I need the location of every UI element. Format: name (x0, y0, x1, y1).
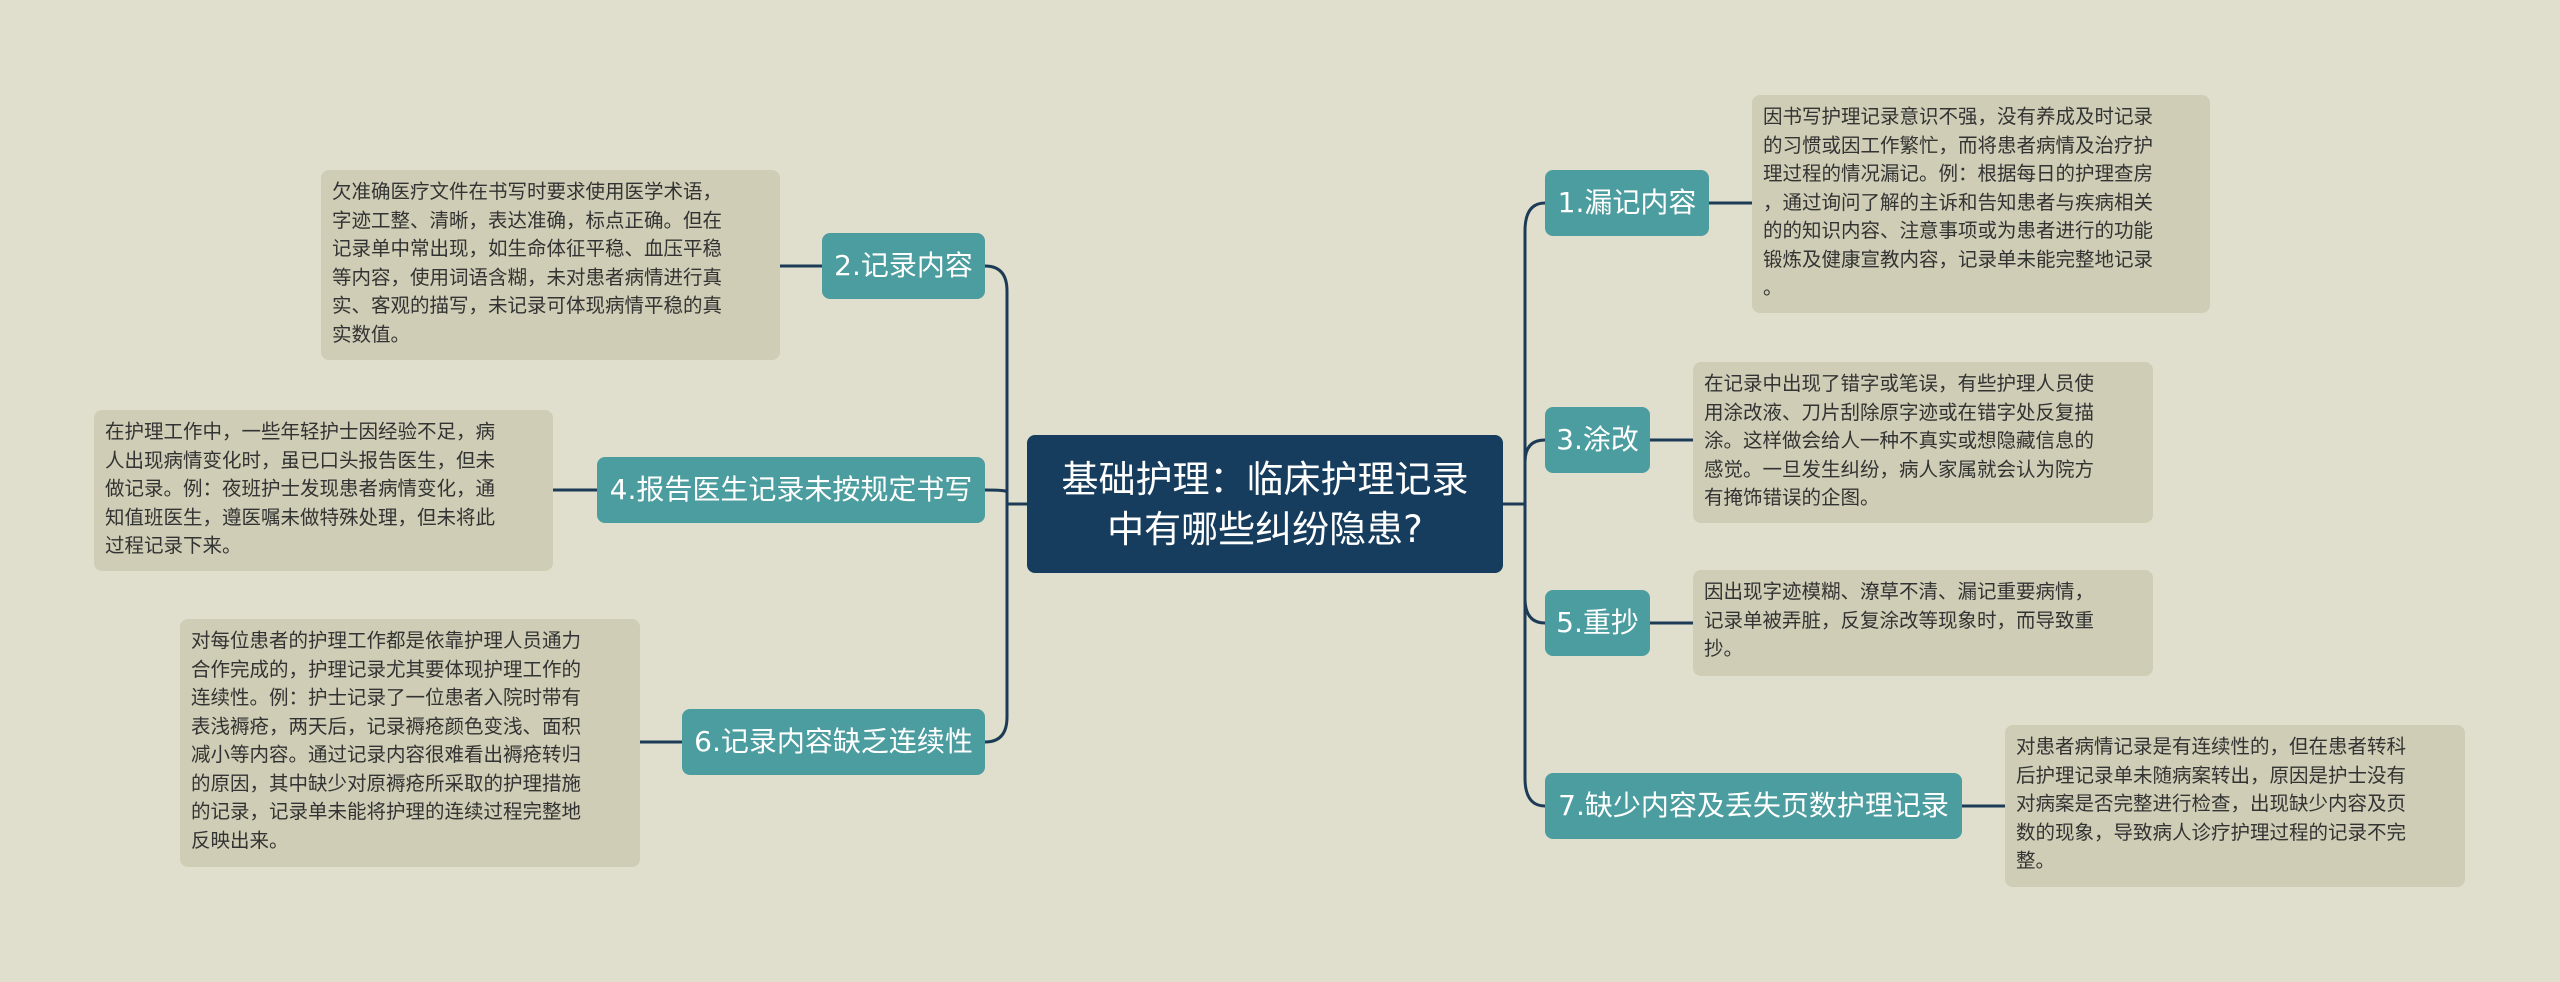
branch-7-label: 7.缺少内容及丢失页数护理记录 (1558, 789, 1949, 822)
branch-2-label: 2.记录内容 (834, 249, 973, 282)
note-5-recopy[interactable]: 因出现字迹模糊、潦草不清、漏记重要病情， 记录单被弄脏，反复涂改等现象时，而导致… (1693, 570, 2153, 676)
link-root-b3 (1503, 438, 1546, 506)
note-7-lost-pages[interactable]: 对患者病情记录是有连续性的，但在患者转科 后护理记录单未随病案转出，原因是护士没… (2005, 725, 2465, 887)
link-root-b4 (984, 488, 1027, 506)
branch-3-alteration[interactable]: 3.涂改 (1545, 407, 1650, 473)
branch-5-label: 5.重抄 (1556, 606, 1639, 639)
note-4-doctor-report[interactable]: 在护理工作中，一些年轻护士因经验不足，病 人出现病情变化时，虽已口头报告医生，但… (94, 410, 553, 571)
branch-2-record-content[interactable]: 2.记录内容 (822, 233, 985, 299)
branch-3-label: 3.涂改 (1556, 423, 1639, 456)
branch-6-continuity[interactable]: 6.记录内容缺乏连续性 (682, 709, 985, 775)
root-title-line2: 中有哪些纠纷隐患? (1107, 508, 1423, 551)
root-title-line1: 基础护理：临床护理记录 (1061, 458, 1469, 501)
note-6-continuity[interactable]: 对每位患者的护理工作都是依靠护理人员通力 合作完成的，护理记录尤其要体现护理工作… (180, 619, 640, 867)
note-1-missing-records[interactable]: 因书写护理记录意识不强，没有养成及时记录 的习惯或因工作繁忙，而将患者病情及治疗… (1752, 95, 2210, 313)
branch-1-missing-records[interactable]: 1.漏记内容 (1545, 170, 1709, 236)
note-2-record-content[interactable]: 欠准确医疗文件在书写时要求使用医学术语， 字迹工整、清晰，表达准确，标点正确。但… (321, 170, 780, 360)
link-root-b6 (984, 502, 1027, 744)
branch-7-lost-pages[interactable]: 7.缺少内容及丢失页数护理记录 (1545, 773, 1962, 839)
branch-4-doctor-report[interactable]: 4.报告医生记录未按规定书写 (597, 457, 985, 523)
branch-4-label: 4.报告医生记录未按规定书写 (609, 473, 973, 506)
branch-1-label: 1.漏记内容 (1557, 186, 1697, 219)
root-topic[interactable]: 基础护理：临床护理记录 中有哪些纠纷隐患? (1027, 435, 1503, 573)
link-root-b1 (1503, 201, 1546, 506)
link-root-b2 (984, 264, 1027, 506)
branch-5-recopy[interactable]: 5.重抄 (1545, 590, 1650, 656)
branch-6-label: 6.记录内容缺乏连续性 (694, 725, 973, 758)
link-root-b7 (1503, 502, 1546, 808)
note-3-alteration[interactable]: 在记录中出现了错字或笔误，有些护理人员使 用涂改液、刀片刮除原字迹或在错字处反复… (1693, 362, 2153, 523)
